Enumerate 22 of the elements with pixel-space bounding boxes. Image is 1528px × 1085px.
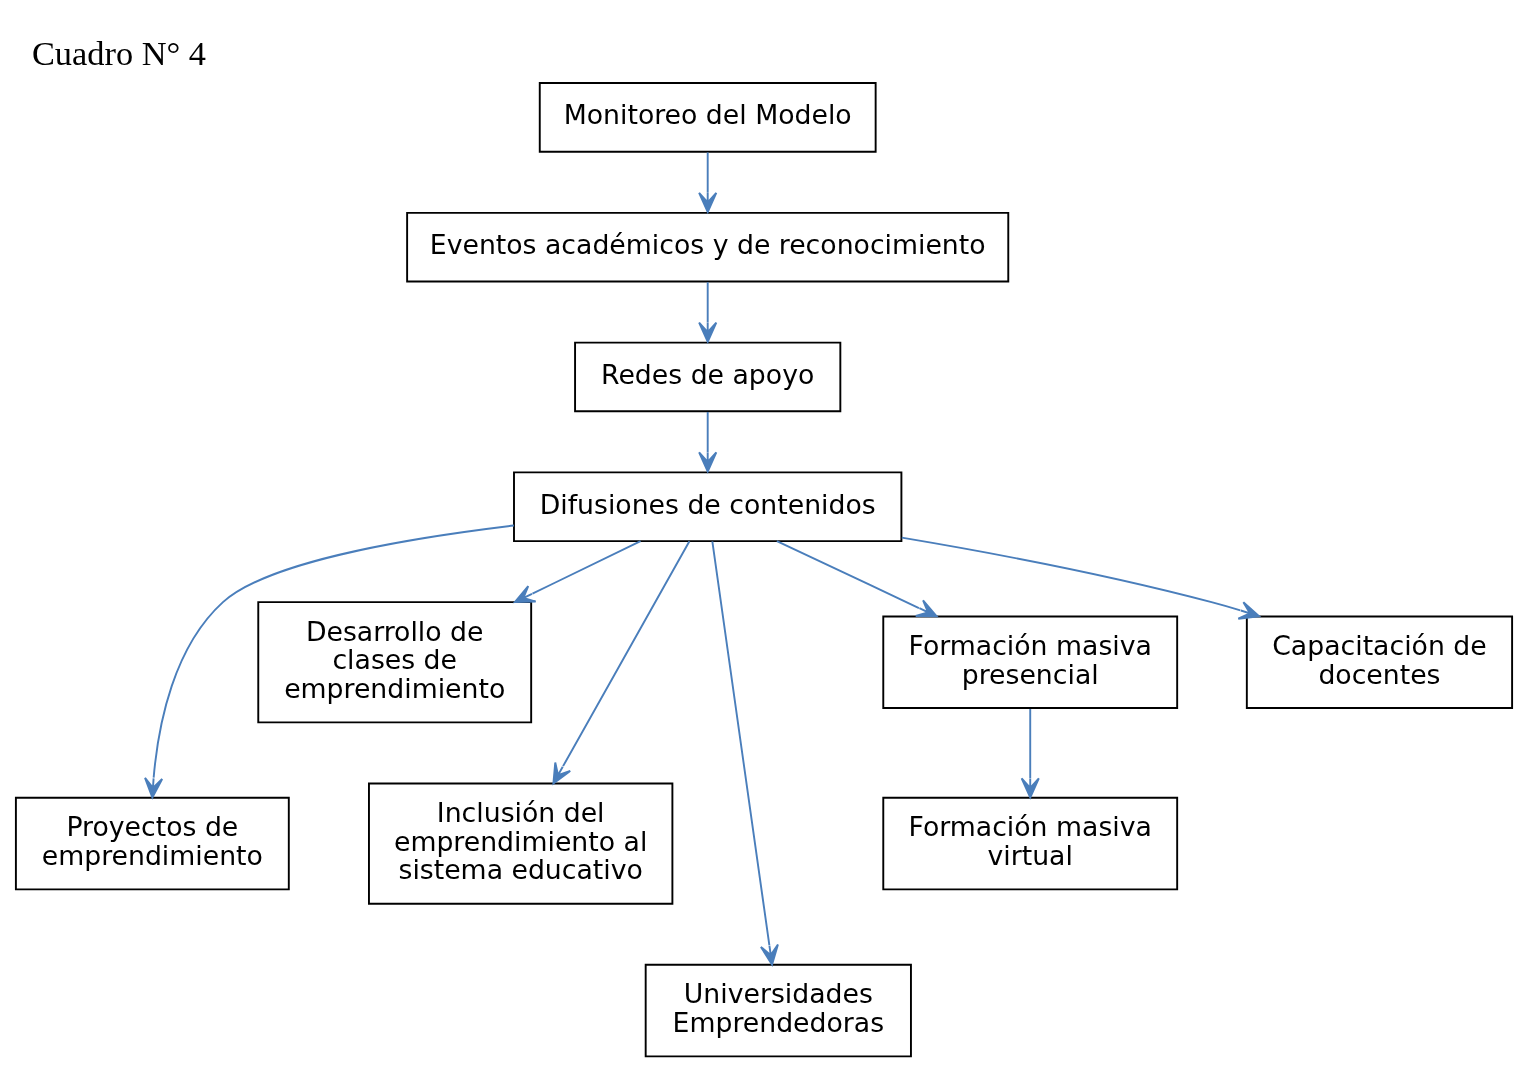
arrow xyxy=(513,539,642,603)
arrow xyxy=(698,150,718,213)
node-box: Inclusión del emprendimiento al sistema educativo xyxy=(368,782,674,905)
arrow xyxy=(711,540,779,966)
arrow xyxy=(775,539,938,617)
node-box: Difusiones de contenidos xyxy=(513,470,903,542)
diagram-title: Cuadro N° 4 xyxy=(31,33,206,72)
node-box: Proyectos de emprendimiento xyxy=(14,796,290,890)
node-box: Desarrollo de clases de emprendimiento xyxy=(257,600,533,723)
arrow xyxy=(698,410,718,472)
arrow xyxy=(698,280,718,343)
arrow xyxy=(144,524,515,798)
node-box: Redes de apoyo xyxy=(574,341,842,412)
node-box: Universidades Emprendedoras xyxy=(644,963,912,1057)
arrow xyxy=(900,536,1260,620)
node-box: Eventos académicos y de reconocimiento xyxy=(406,211,1010,282)
arrow xyxy=(1020,707,1040,798)
node-box: Formación masiva virtual xyxy=(882,796,1179,890)
node-box: Monitoreo del Modelo xyxy=(538,81,877,153)
node-box: Formación masiva presencial xyxy=(882,615,1179,709)
arrow xyxy=(552,539,691,784)
node-box: Capacitación de docentes xyxy=(1245,615,1514,709)
